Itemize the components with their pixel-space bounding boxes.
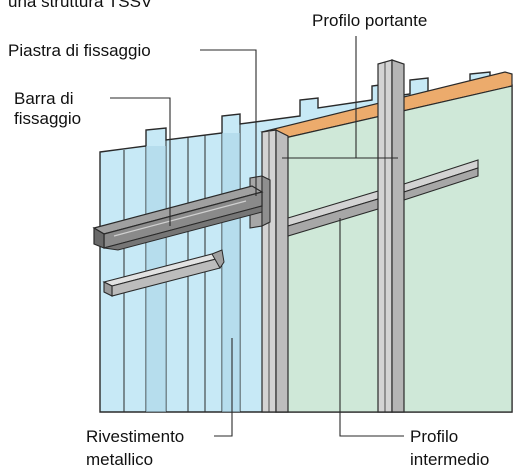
edge-profile [261, 129, 289, 413]
label-intermedio-line2: intermedio [410, 450, 489, 469]
label-profilo-portante: Profilo portante [312, 11, 427, 30]
leader-lines [110, 36, 404, 437]
fixing-clip [102, 249, 225, 297]
label-barra-line1: Barra di [14, 89, 74, 108]
label-rivestimento-line1: Rivestimento [86, 427, 184, 446]
label-rivestimento-line2: metallico [86, 450, 153, 469]
label-piastra-di-fissaggio: Piastra di fissaggio [8, 41, 151, 60]
label-intermedio-line1: Profilo [410, 427, 458, 446]
header-fragment: una struttura TSSV [8, 0, 153, 11]
label-barra-line2: fissaggio [14, 109, 81, 128]
load-bearing-profile [377, 59, 405, 413]
fixing-bar [92, 185, 264, 251]
